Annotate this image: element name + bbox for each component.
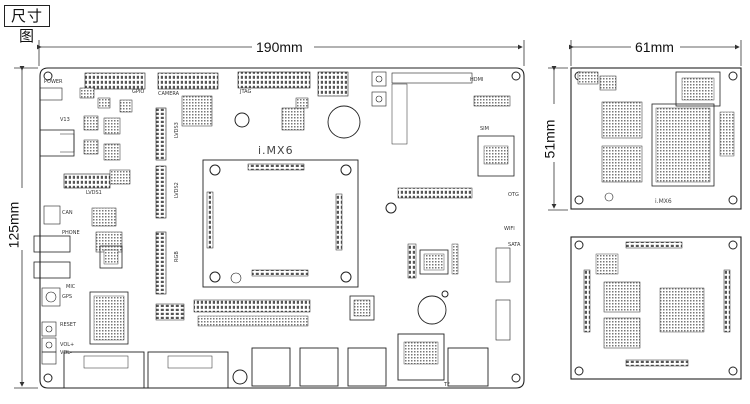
module-width-label: 61mm [633, 39, 676, 55]
module-chip-label: i.MX6 [655, 198, 672, 205]
silkscreen-lvds1: LVDS1 [86, 190, 102, 196]
silkscreen-tf: TF [443, 382, 450, 388]
board-width-label: 190mm [254, 39, 305, 55]
silkscreen-sata: SATA [508, 242, 521, 248]
module-height-dimension [548, 66, 568, 211]
silkscreen-lvds2: LVDS2 [174, 182, 180, 198]
silkscreen-sim: SIM [480, 126, 489, 132]
silkscreen-gpio: GPIO [132, 89, 144, 95]
main-chip-label: i.MX6 [258, 144, 294, 157]
page-title: 尺寸图 [4, 5, 50, 45]
silkscreen-gps: GPS [62, 294, 72, 300]
module-width-dimension [569, 40, 742, 66]
silkscreen-mic: MIC [66, 284, 76, 290]
silkscreen-v13: V13 [60, 117, 70, 123]
silkscreen-otg: OTG [508, 192, 519, 198]
silkscreen-camera: CAMERA [158, 91, 180, 97]
silkscreen-power: POWER [44, 79, 63, 85]
silkscreen-can: CAN [62, 210, 73, 216]
core-module-bottom [570, 236, 742, 380]
silkscreen-reset: RESET [60, 322, 77, 328]
carrier-board: GPIO CAMERA JTAG POWER V13 LVDS1 CAN PHO… [33, 67, 525, 389]
silkscreen-vol_minus: VOL- [60, 350, 72, 356]
silkscreen-vol_plus: VOL+ [60, 342, 74, 348]
silkscreen-jtag: JTAG [239, 89, 251, 95]
silkscreen-wifi: WIFI [504, 226, 515, 232]
silkscreen-rgb: RGB [174, 251, 180, 262]
silkscreen-hdmi: HDMI [470, 77, 483, 83]
board-width-dimension [37, 40, 525, 66]
core-module-top [570, 67, 742, 210]
board-height-dimension [14, 66, 38, 389]
silkscreen-phone: PHONE [62, 230, 80, 236]
silkscreen-lvds3: LVDS3 [174, 122, 180, 138]
